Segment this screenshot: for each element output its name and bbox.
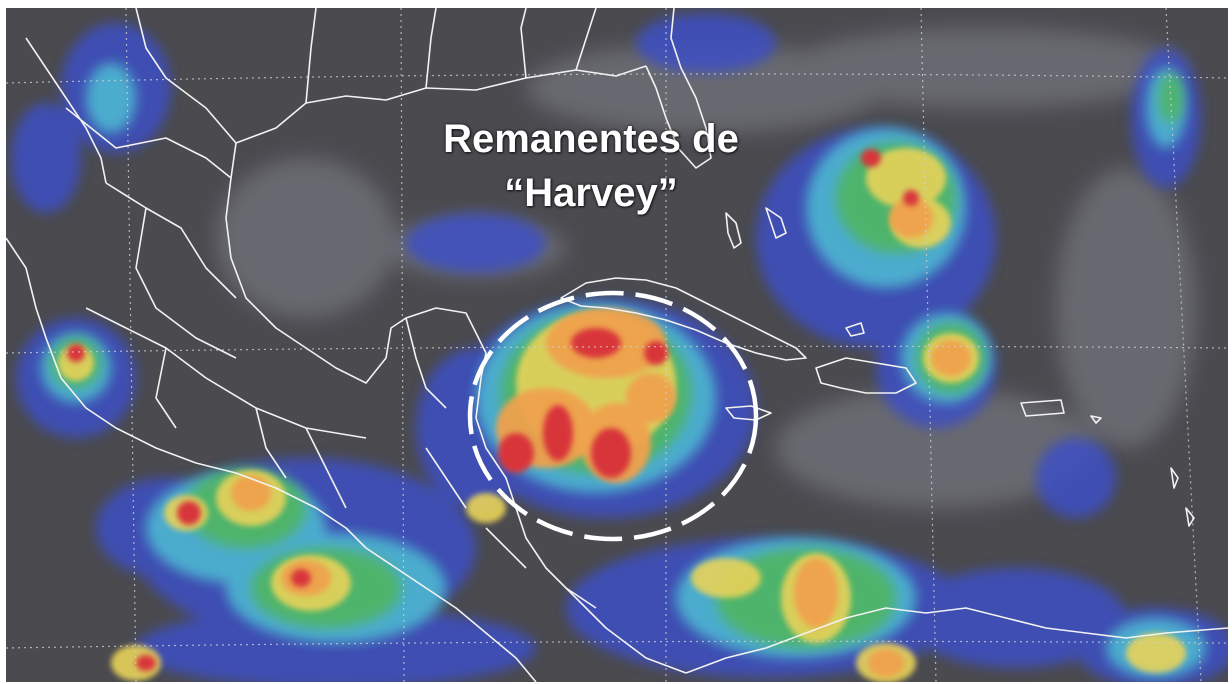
cloud-haze (216, 28, 1196, 508)
cloud-red-cores (67, 149, 919, 671)
storm-label: Remanentes de “Harvey” (401, 112, 781, 220)
storm-label-line1: Remanentes de (443, 117, 739, 161)
satellite-image: Remanentes de “Harvey” (6, 8, 1228, 682)
coastlines (6, 8, 1228, 682)
lat-long-grid (6, 8, 1228, 682)
storm-label-line2: “Harvey” (504, 171, 678, 215)
storm-marker-circle (467, 290, 759, 542)
satellite-map (6, 8, 1228, 682)
